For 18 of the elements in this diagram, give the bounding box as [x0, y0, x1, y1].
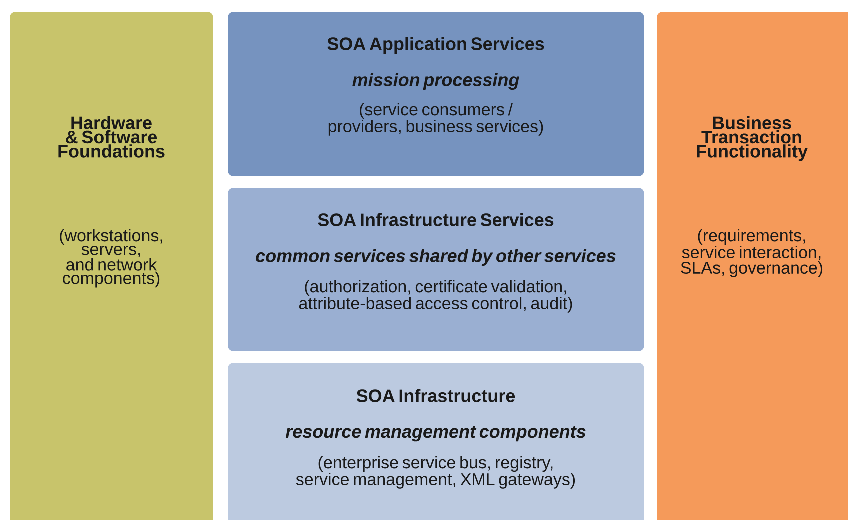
- box-description: (service consumers / providers, business services): [328, 103, 544, 136]
- panel: [228, 12, 644, 176]
- panel: [228, 188, 644, 352]
- box-description: (authorization, certificate validation, attribute-based access control, audit): [299, 280, 572, 313]
- box-subtitle: common services shared by other services: [256, 249, 616, 266]
- box-heading: SOA Application Services: [328, 37, 544, 54]
- box-description: (workstations, servers, and network components): [60, 229, 162, 288]
- box-description: (enterprise service bus, registry, service management, XML gateways): [296, 456, 576, 489]
- box-subtitle: mission processing: [352, 73, 520, 90]
- panel: [10, 12, 214, 520]
- box-description: (requirements, service interaction, SLAs, governance): [681, 229, 823, 278]
- box-heading: Business Transaction Functionality: [697, 116, 808, 162]
- box-heading: Hardware & Software Foundations: [58, 116, 165, 158]
- box-subtitle: resource management components: [286, 426, 586, 442]
- panel: [228, 363, 644, 520]
- panel: [657, 12, 848, 520]
- box-heading: SOA Infrastructure: [356, 389, 516, 402]
- box-heading: SOA Infrastructure Services: [318, 213, 554, 226]
